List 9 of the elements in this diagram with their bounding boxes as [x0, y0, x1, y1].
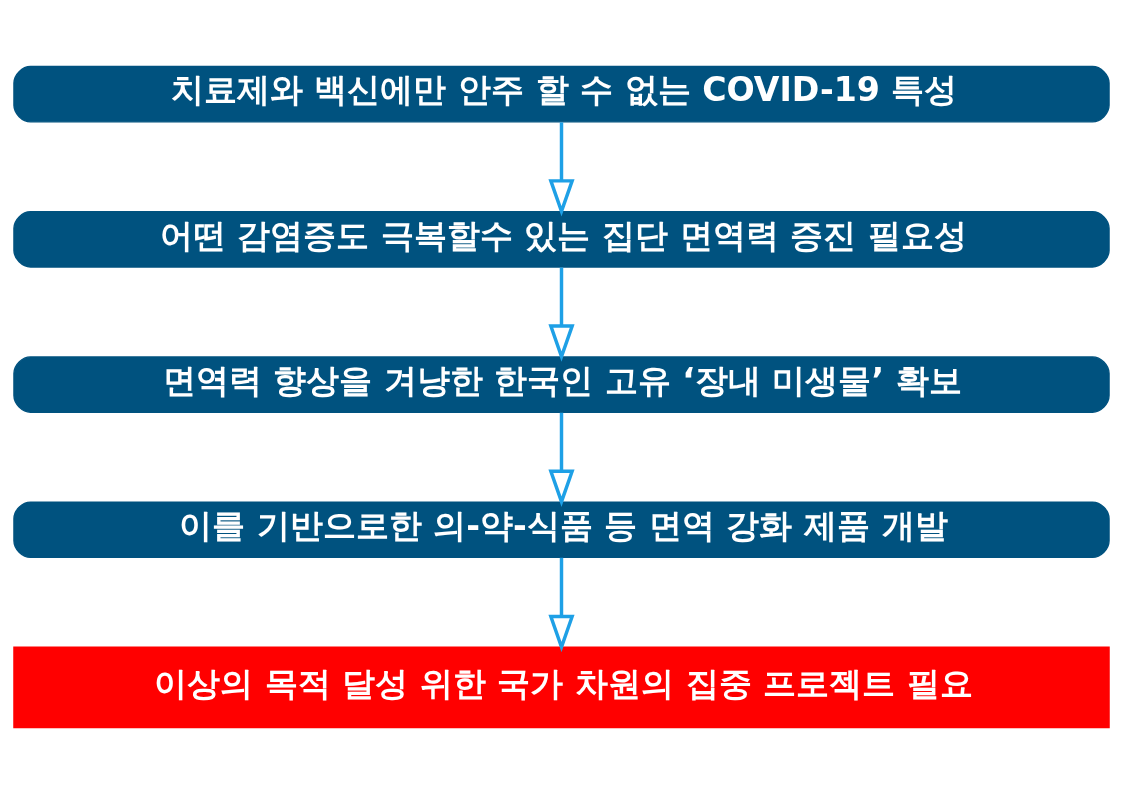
node-box: 치료제와 백신에만 안주 할 수 없는 COVID-19 특성 [13, 65, 1110, 123]
arrow [548, 557, 575, 653]
arrow [548, 122, 575, 217]
arrow [548, 267, 575, 362]
node-box: 어떤 감염증도 극복할수 있는 집단 면역력 증진 필요성 [13, 211, 1110, 268]
node-box: 면역력 향상을 겨냥한 한국인 고유 ‘장내 미생물’ 확보 [13, 356, 1110, 413]
node-box: 이를 기반으로한 의-약-식품 등 면역 강화 제품 개발 [13, 501, 1110, 559]
arrow [548, 412, 575, 507]
node-box: 이상의 목적 달성 위한 국가 차원의 집중 프로젝트 필요 [13, 646, 1110, 729]
